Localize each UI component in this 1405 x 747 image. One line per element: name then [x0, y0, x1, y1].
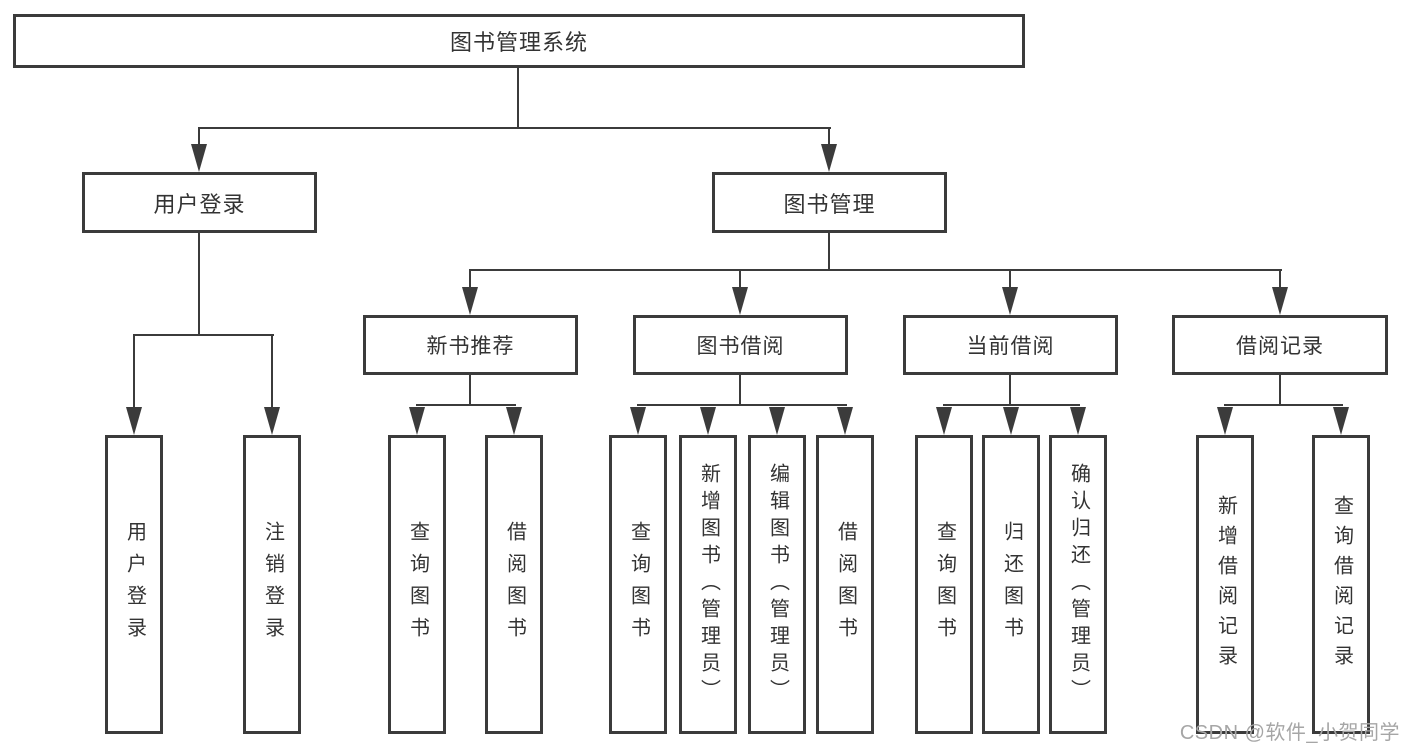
arrow-down-icon: [191, 144, 207, 172]
node-library-system: 图书管理系统: [13, 14, 1025, 68]
watermark: CSDN @软件_小贺同学: [1179, 722, 1400, 744]
node-label: 用户登录: [153, 191, 246, 217]
node-label: 图书管理: [783, 191, 876, 217]
connector-line: [469, 375, 471, 406]
node-leaf-return-book: 归还图书: [982, 435, 1040, 734]
arrow-down-icon: [1217, 407, 1233, 435]
connector-line: [469, 269, 1282, 271]
node-label: 确认归还（管理员）: [1067, 463, 1090, 706]
node-current-borrow: 当前借阅: [903, 315, 1118, 375]
node-leaf-query-book-3: 查询图书: [915, 435, 973, 734]
arrow-down-icon: [1272, 287, 1288, 315]
node-label: 用户登录: [123, 520, 146, 649]
arrow-down-icon: [409, 407, 425, 435]
node-leaf-query-borrow-record: 查询借阅记录: [1312, 435, 1370, 734]
arrow-down-icon: [506, 407, 522, 435]
node-label: 查询图书: [627, 520, 650, 649]
node-leaf-add-book-admin: 新增图书（管理员）: [679, 435, 737, 734]
connector-line: [637, 404, 847, 406]
connector-line: [271, 334, 273, 408]
node-label: 新增图书（管理员）: [697, 463, 720, 706]
node-label: 新增借阅记录: [1214, 494, 1237, 675]
arrow-down-icon: [1070, 407, 1086, 435]
arrow-down-icon: [837, 407, 853, 435]
node-label: 查询借阅记录: [1330, 494, 1353, 675]
connector-line: [1279, 375, 1281, 406]
node-new-book-recommend: 新书推荐: [363, 315, 578, 375]
connector-line: [1224, 404, 1343, 406]
arrow-down-icon: [700, 407, 716, 435]
node-leaf-confirm-return-admin: 确认归还（管理员）: [1049, 435, 1107, 734]
arrow-down-icon: [126, 407, 142, 435]
connector-line: [1279, 269, 1281, 288]
arrow-down-icon: [769, 407, 785, 435]
arrow-down-icon: [630, 407, 646, 435]
node-label: 编辑图书（管理员）: [766, 463, 789, 706]
connector-line: [739, 375, 741, 406]
arrow-down-icon: [264, 407, 280, 435]
connector-line: [198, 233, 200, 336]
node-leaf-borrow-book-1: 借阅图书: [485, 435, 543, 734]
connector-line: [133, 334, 274, 336]
node-user-login: 用户登录: [82, 172, 317, 233]
node-leaf-edit-book-admin: 编辑图书（管理员）: [748, 435, 806, 734]
node-label: 归还图书: [1000, 520, 1023, 649]
connector-line: [416, 404, 516, 406]
connector-line: [469, 269, 471, 288]
connector-line: [198, 127, 831, 129]
connector-line: [1009, 269, 1011, 288]
node-label: 当前借阅: [966, 335, 1055, 358]
connector-line: [828, 233, 830, 271]
arrow-down-icon: [936, 407, 952, 435]
arrow-down-icon: [462, 287, 478, 315]
connector-line: [198, 127, 200, 145]
node-label: 借阅图书: [834, 520, 857, 649]
node-leaf-borrow-book-2: 借阅图书: [816, 435, 874, 734]
node-label: 图书管理系统: [449, 30, 588, 55]
node-label: 查询图书: [933, 520, 956, 649]
node-leaf-user-login: 用户登录: [105, 435, 163, 734]
node-label: 借阅记录: [1236, 335, 1324, 358]
node-book-borrow: 图书借阅: [633, 315, 848, 375]
arrow-down-icon: [821, 144, 837, 172]
arrow-down-icon: [1002, 287, 1018, 315]
arrow-down-icon: [732, 287, 748, 315]
connector-line: [739, 269, 741, 288]
node-leaf-logout: 注销登录: [243, 435, 301, 734]
node-label: 注销登录: [261, 520, 284, 649]
connector-line: [133, 334, 135, 408]
node-leaf-query-book-1: 查询图书: [388, 435, 446, 734]
arrow-down-icon: [1333, 407, 1349, 435]
node-leaf-add-borrow-record: 新增借阅记录: [1196, 435, 1254, 734]
node-leaf-query-book-2: 查询图书: [609, 435, 667, 734]
node-label: 查询图书: [406, 520, 429, 649]
node-borrow-records: 借阅记录: [1172, 315, 1388, 375]
node-label: 新书推荐: [426, 335, 515, 358]
connector-line: [517, 68, 519, 128]
connector-line: [1009, 375, 1011, 406]
arrow-down-icon: [1003, 407, 1019, 435]
connector-line: [828, 127, 830, 145]
connector-line: [943, 404, 1080, 406]
node-label: 图书借阅: [696, 335, 785, 358]
node-book-management: 图书管理: [712, 172, 947, 233]
node-label: 借阅图书: [503, 520, 526, 649]
